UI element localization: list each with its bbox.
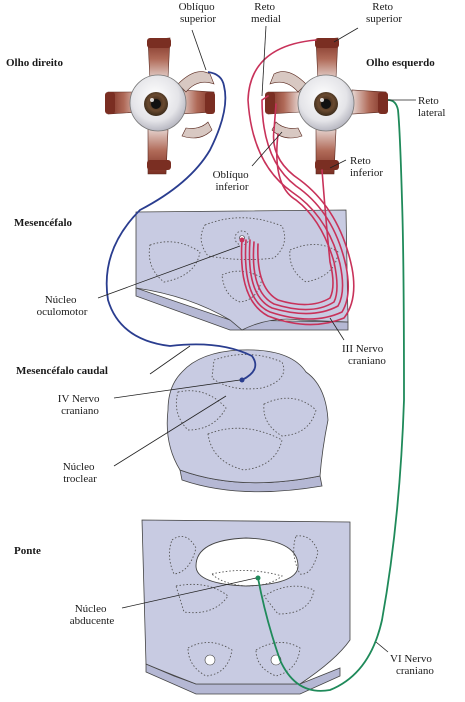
- label-olho-direito: Olho direito: [6, 57, 63, 69]
- label-obliquo-inferior: Oblíquo inferior: [213, 169, 252, 193]
- label-reto-superior: Reto superior: [366, 1, 402, 25]
- label-iv-nervo: IV Nervo craniano: [58, 393, 102, 417]
- label-reto-inferior: Reto inferior: [350, 155, 383, 179]
- left-eye: [265, 37, 388, 175]
- label-obliquo-superior: Oblíquo superior: [179, 1, 218, 25]
- abducens-nerve-vi: [257, 99, 405, 692]
- caudal-mesencephalon-section: [166, 349, 329, 493]
- label-vi-nervo: VI Nervo craniano: [390, 653, 435, 677]
- labels: Olho direito Olho esquerdo Oblíquo super…: [6, 1, 445, 677]
- trochlear-nerve-iv: [105, 71, 257, 381]
- label-nucleo-oculomotor: Núcleo oculomotor: [37, 294, 88, 318]
- label-nucleo-abducente: Núcleo abducente: [70, 603, 115, 627]
- right-eye: [105, 37, 215, 175]
- label-mesencefalo-caudal: Mesencéfalo caudal: [16, 365, 108, 377]
- label-reto-medial: Reto medial: [251, 1, 281, 25]
- label-olho-esquerdo: Olho esquerdo: [366, 57, 435, 69]
- pons-section: [141, 519, 351, 695]
- label-mesencefalo: Mesencéfalo: [14, 217, 73, 229]
- label-reto-lateral: Reto lateral: [418, 95, 445, 119]
- label-ponte: Ponte: [14, 545, 41, 557]
- leader-lines: [97, 25, 416, 653]
- oculomotor-nerve-iii: [240, 39, 355, 326]
- label-iii-nervo: III Nervo craniano: [342, 343, 386, 367]
- label-nucleo-troclear: Núcleo troclear: [63, 461, 98, 485]
